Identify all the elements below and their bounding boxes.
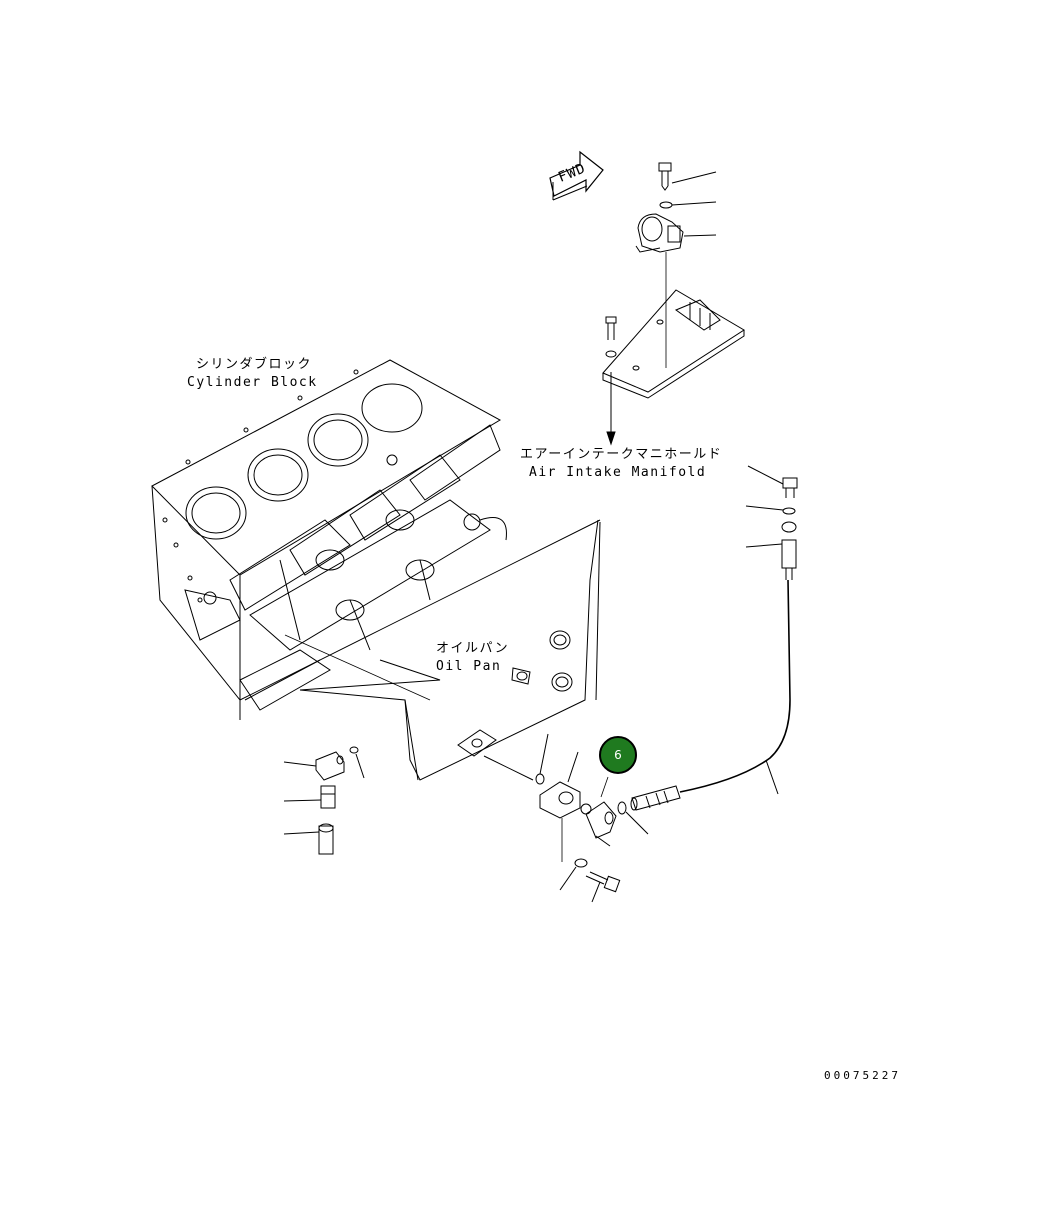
arrow-to-manifold <box>606 372 616 446</box>
oil-pan <box>299 519 601 781</box>
left-plug <box>283 823 334 855</box>
cylinder-block-label-en: Cylinder Block <box>187 375 318 390</box>
left-elbow-fitting <box>283 751 345 781</box>
sensor-bolt <box>658 162 717 191</box>
oil-pan-label-jp: オイルパン <box>436 641 510 656</box>
bracket-bolt <box>605 316 617 358</box>
air-intake-manifold-label-jp: エアーインテークマニホールド <box>520 447 723 462</box>
callout-badge-6[interactable]: 6 <box>599 736 637 774</box>
sensor-body <box>635 213 717 253</box>
center-washer <box>559 858 588 891</box>
sensor-washer <box>659 201 717 209</box>
cylinder-block-label-jp: シリンダブロック <box>196 357 313 372</box>
tube-o-ring <box>617 801 649 835</box>
callout-number: 6 <box>614 748 622 762</box>
tube-bolt <box>747 465 798 498</box>
cylinder-block <box>151 359 601 720</box>
tube-top-fitting <box>745 521 797 580</box>
tube-washer <box>745 505 796 515</box>
fwd-arrow-icon <box>549 150 604 201</box>
center-bolt <box>585 871 621 903</box>
air-intake-manifold-label-en: Air Intake Manifold <box>529 465 707 480</box>
left-adapter <box>283 785 336 809</box>
center-o-ring <box>535 733 549 785</box>
left-o-ring <box>349 746 365 779</box>
oil-pan-label-en: Oil Pan <box>436 659 502 674</box>
right-elbow-fitting <box>585 801 617 847</box>
mounting-bracket <box>602 289 745 399</box>
center-block-adapter <box>539 751 581 819</box>
center-seal-ring <box>580 803 592 815</box>
tube-nut <box>630 785 681 811</box>
oil-pan-flange <box>457 729 534 781</box>
drawing-number: 00075227 <box>824 1069 901 1082</box>
oil-level-tube <box>679 579 791 795</box>
